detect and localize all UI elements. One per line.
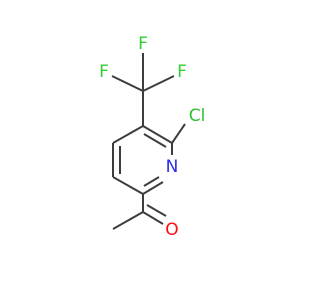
chemical-structure-diagram: F F F Cl N O [99,34,205,240]
bond-ring-c5-c4 [112,125,144,144]
nitrogen-atom: N [166,157,179,177]
fluorine-atom-right: F [177,62,187,82]
bond-ring-c2-n [142,181,164,195]
bond-cf3-to-f-right [142,75,175,92]
bond-ring-c6-c5-inner [143,133,167,148]
bond-ring-c2-n-inner [143,176,160,187]
atom-labels: F F F Cl N O [99,34,205,240]
bond-ring-c3-c2 [112,176,144,195]
fluorine-atom-top: F [138,34,148,54]
bond-ring-to-cl [171,123,186,144]
bond-ring-c6-c5 [142,125,173,144]
chlorine-atom: Cl [189,106,206,126]
bond-carbonyl-to-o [142,211,164,225]
bond-cf3-to-f-left [111,75,144,92]
bonds [111,53,186,230]
fluorine-atom-left: F [99,62,109,82]
oxygen-atom: O [165,220,178,240]
bond-carbonyl-to-methyl [112,211,144,230]
bond-carbonyl-to-o-double [146,204,167,217]
